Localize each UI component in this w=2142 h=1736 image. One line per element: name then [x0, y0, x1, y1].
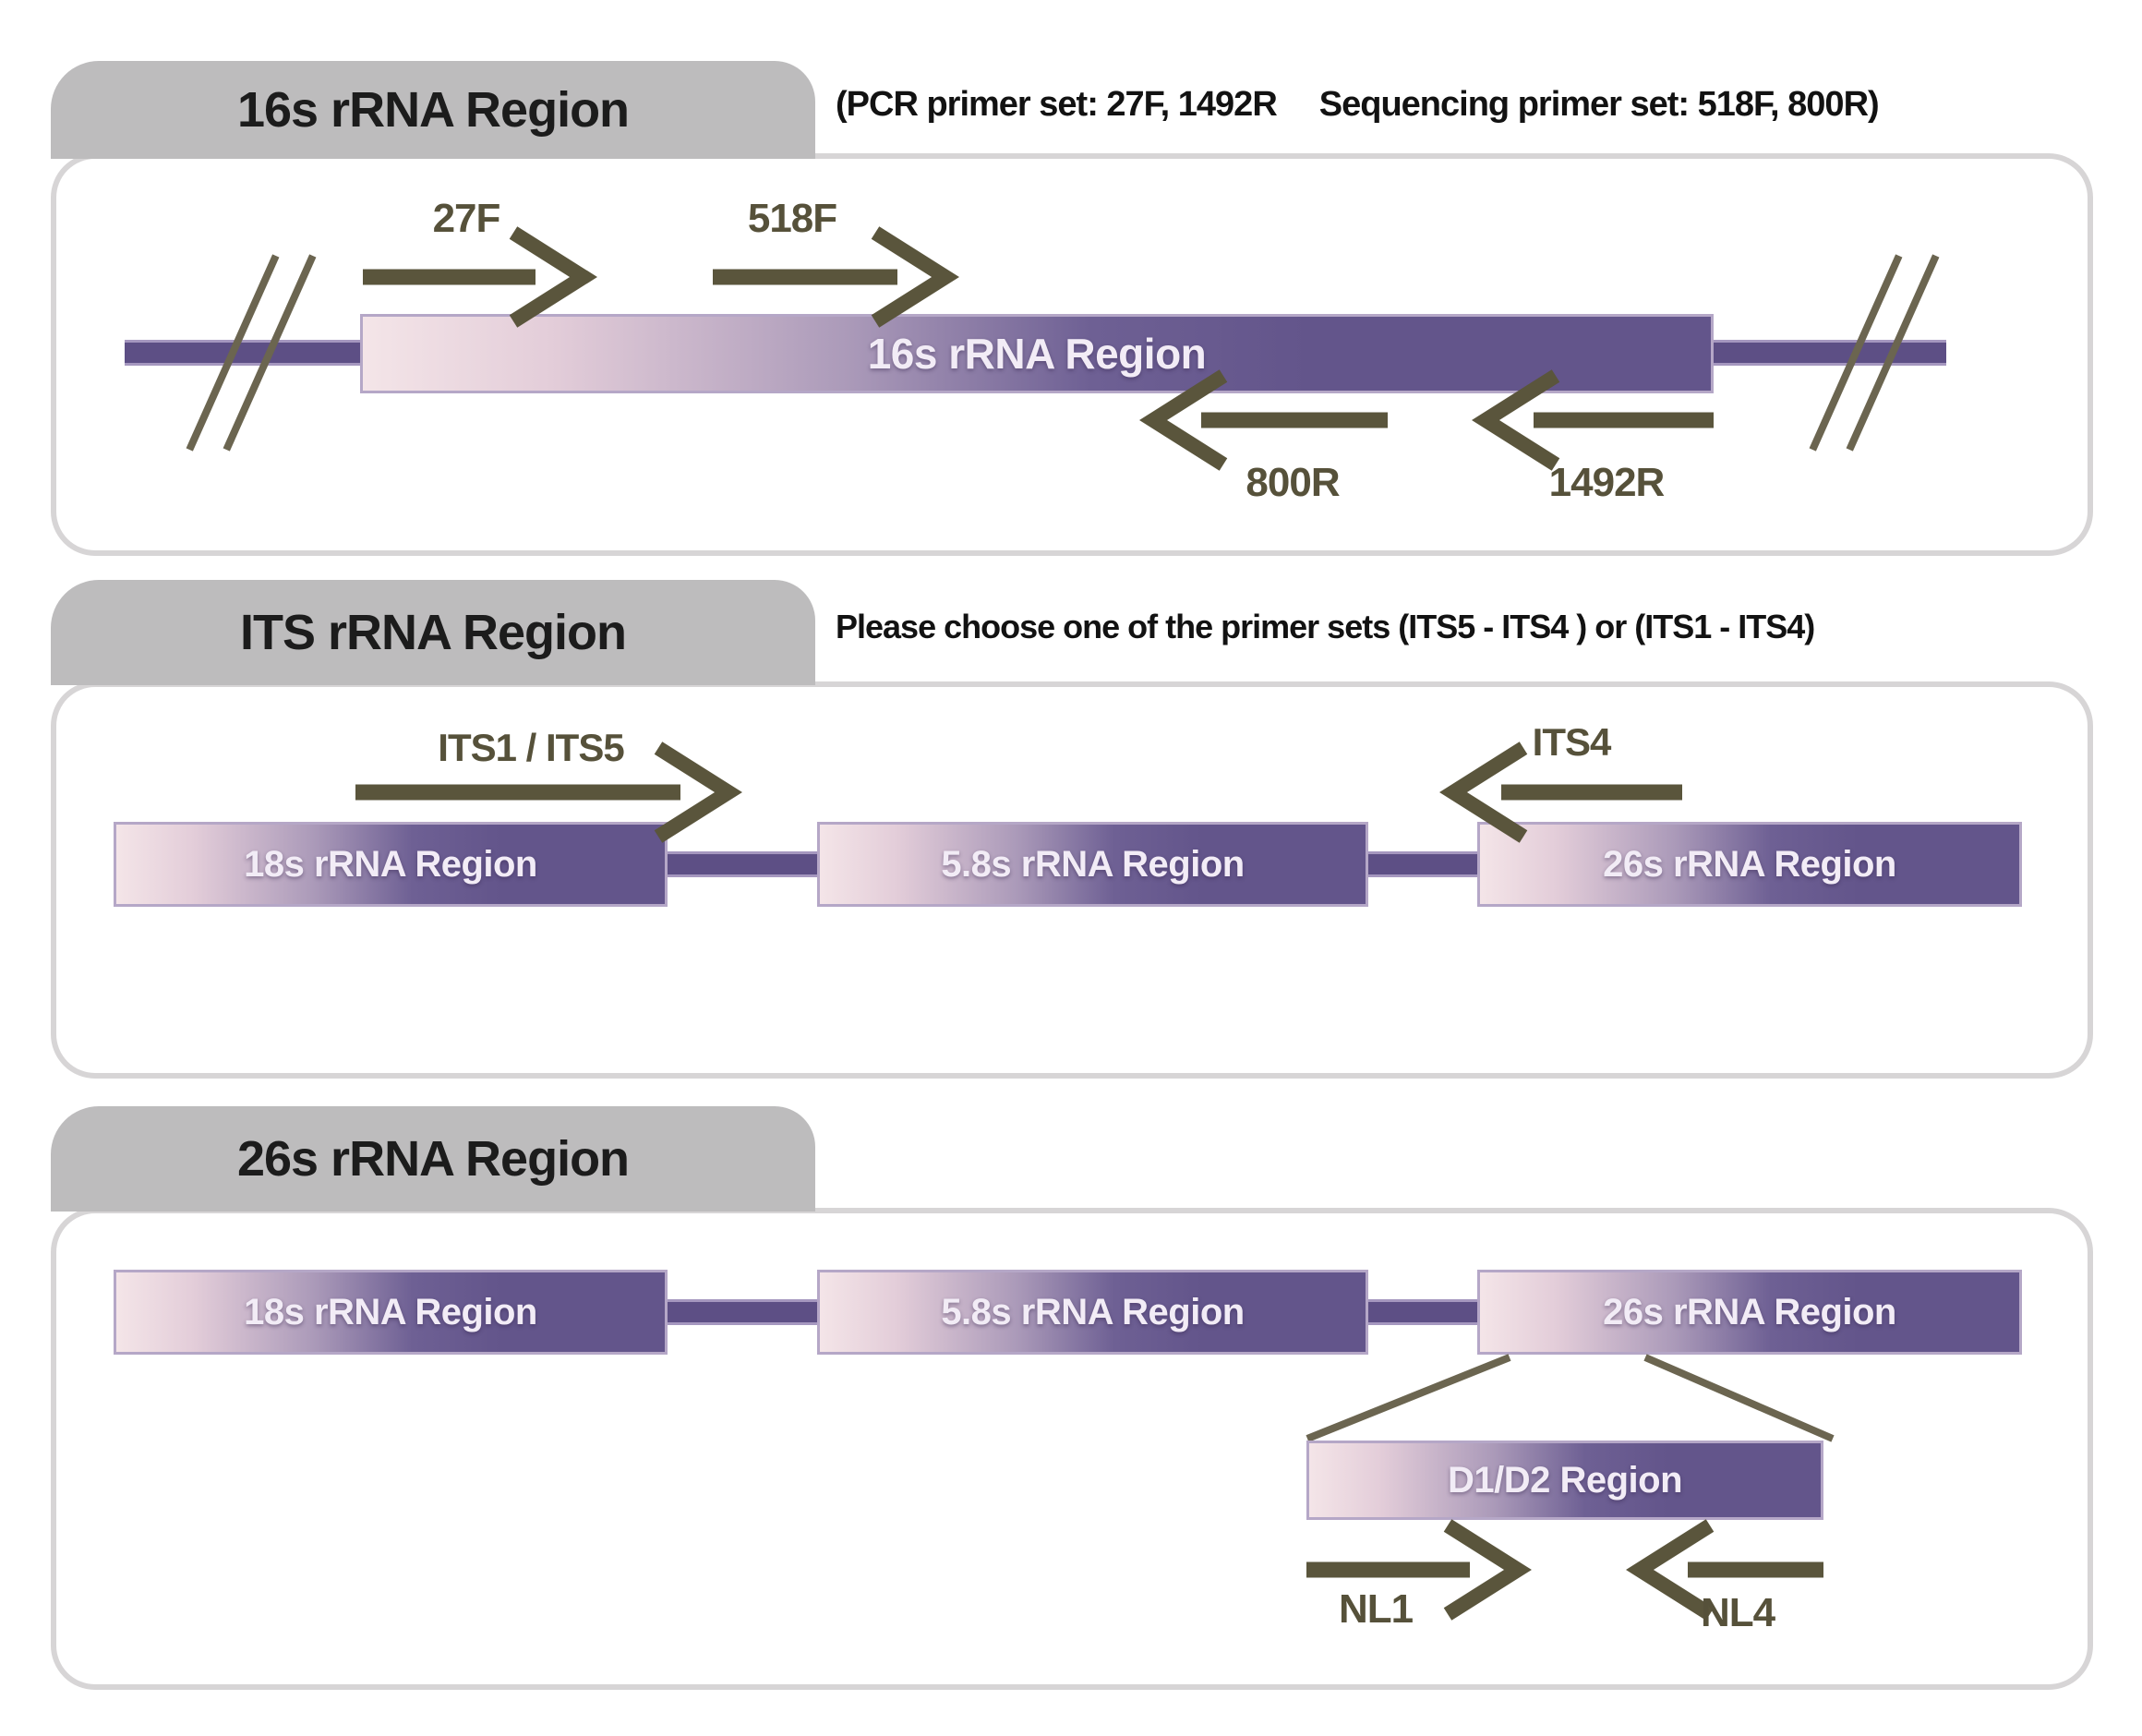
panel-16s-tab: 16s rRNA Region — [51, 61, 815, 159]
d1d2-callout-lines-icon — [1306, 1354, 1835, 1442]
dna-backbone-left — [125, 340, 363, 366]
region-bar-18s: 18s rRNA Region — [114, 822, 668, 907]
region-bar-26s: 26s rRNA Region — [1477, 822, 2022, 907]
panel-16s-primer-note: (PCR primer set: 27F, 1492R Sequencing pr… — [836, 85, 1880, 125]
region-bar-58s-2: 5.8s rRNA Region — [817, 1270, 1368, 1355]
primer-arrow-27f-right-icon — [363, 226, 597, 328]
region-bar-16s-label: 16s rRNA Region — [867, 330, 1207, 378]
primer-label-nl1: NL1 — [1338, 1586, 1414, 1632]
panel-its-title: ITS rRNA Region — [239, 605, 627, 660]
panel-its-primer-note: Please choose one of the primer sets (IT… — [836, 608, 1815, 645]
region-bar-58s-2-label: 5.8s rRNA Region — [941, 1291, 1245, 1332]
region-bar-d1d2: D1/D2 Region — [1306, 1441, 1823, 1520]
region-bar-d1d2-label: D1/D2 Region — [1447, 1459, 1683, 1501]
primer-label-518f: 518F — [747, 196, 837, 241]
region-bar-18s-label: 18s rRNA Region — [244, 843, 537, 885]
26s-connector-2 — [1368, 1299, 1477, 1325]
primer-arrow-800r-left-icon — [1139, 369, 1388, 471]
region-bar-26s-2-label: 26s rRNA Region — [1603, 1291, 1896, 1332]
primer-arrow-nl1-right-icon — [1306, 1519, 1532, 1621]
primer-arrow-nl4-left-icon — [1626, 1519, 1823, 1621]
primer-arrow-1492r-left-icon — [1472, 369, 1714, 471]
primer-label-1492r: 1492R — [1548, 460, 1666, 505]
panel-its-tab: ITS rRNA Region — [51, 580, 815, 685]
primer-arrow-its4-left-icon — [1439, 741, 1682, 843]
26s-connector-1 — [668, 1299, 817, 1325]
primer-label-its4: ITS4 — [1532, 720, 1612, 764]
primer-label-its1-its5: ITS1 / ITS5 — [438, 726, 624, 769]
panel-16s-title: 16s rRNA Region — [236, 82, 630, 138]
primer-label-nl4: NL4 — [1700, 1590, 1775, 1635]
panel-26s-tab: 26s rRNA Region — [51, 1106, 815, 1212]
its-connector-2 — [1368, 851, 1477, 877]
region-bar-58s-label: 5.8s rRNA Region — [941, 843, 1245, 885]
region-bar-26s-2: 26s rRNA Region — [1477, 1270, 2022, 1355]
region-bar-16s: 16s rRNA Region — [360, 314, 1714, 393]
its-connector-1 — [668, 851, 817, 877]
primer-arrow-its1-its5-right-icon — [355, 741, 742, 843]
primer-arrow-518f-right-icon — [713, 226, 959, 328]
sequencing-primer-set-note: Sequencing primer set: 518F, 800R) — [1318, 85, 1880, 124]
region-bar-18s-2-label: 18s rRNA Region — [244, 1291, 537, 1332]
primer-label-27f: 27F — [432, 196, 501, 241]
primer-label-800r: 800R — [1245, 460, 1340, 505]
dna-backbone-right — [1711, 340, 1946, 366]
panel-26s-title: 26s rRNA Region — [236, 1131, 630, 1187]
pcr-primer-set-note: (PCR primer set: 27F, 1492R — [836, 85, 1278, 124]
region-bar-26s-label: 26s rRNA Region — [1603, 843, 1896, 885]
region-bar-18s-2: 18s rRNA Region — [114, 1270, 668, 1355]
region-bar-58s: 5.8s rRNA Region — [817, 822, 1368, 907]
